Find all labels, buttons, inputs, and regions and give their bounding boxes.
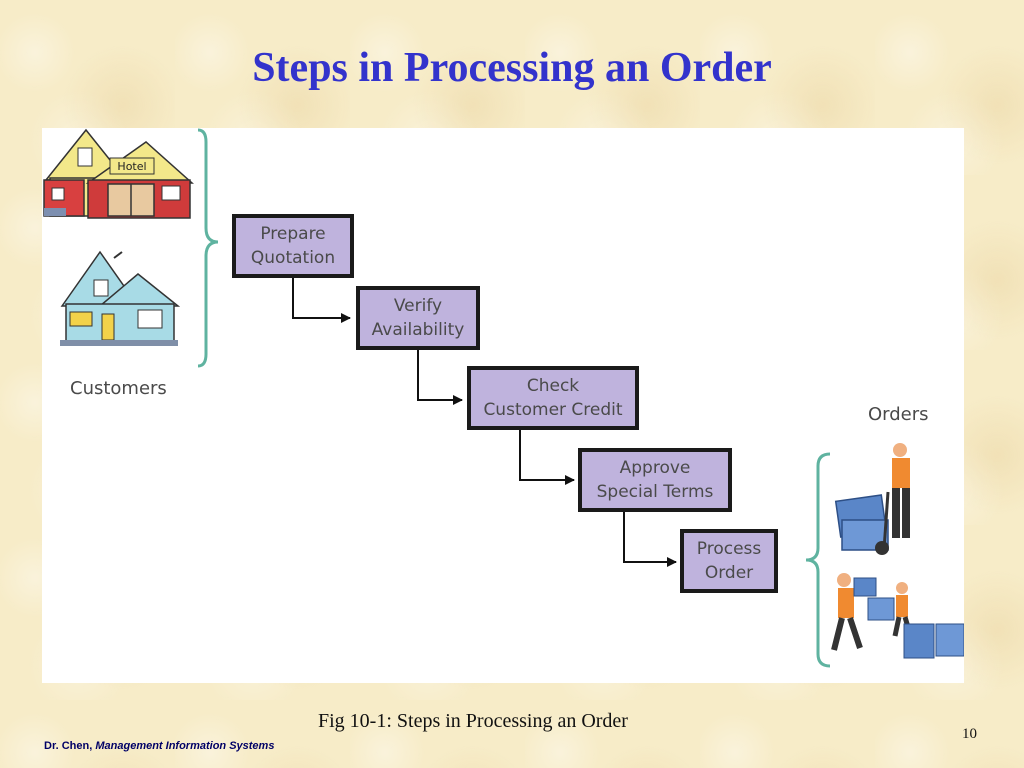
step-label-line2: Special Terms — [596, 482, 714, 502]
step-label-line1: Verify — [393, 296, 443, 316]
figure-caption: Fig 10-1: Steps in Processing an Order — [318, 710, 628, 732]
slide-title: Steps in Processing an Order — [252, 45, 772, 91]
step-label-line1: Check — [526, 376, 580, 396]
step-label-line2: Customer Credit — [483, 400, 623, 420]
connector-1 — [292, 278, 351, 323]
orders-label: Orders — [868, 404, 929, 425]
customers-label: Customers — [70, 378, 167, 399]
worker-hand-truck-illustration — [834, 443, 910, 555]
footer-author: Dr. Chen, — [44, 740, 93, 752]
footer-course: Management Information Systems — [95, 740, 275, 752]
step-label-line2: Order — [704, 563, 754, 583]
connector-3 — [519, 430, 575, 485]
footer: Dr. Chen, Management Information Systems — [44, 740, 274, 752]
figure-panel: Hotel — [42, 128, 964, 683]
step-label-line2: Availability — [371, 320, 465, 340]
house-illustration — [60, 250, 181, 346]
step-label-line1: Prepare — [260, 224, 326, 244]
page-number: 10 — [962, 726, 977, 742]
connector-4 — [623, 512, 677, 567]
step-label-line1: Approve — [619, 458, 691, 478]
workers-carrying-boxes-illustration — [831, 573, 964, 659]
step-label-line1: Process — [696, 539, 762, 559]
step-label-line2: Quotation — [250, 248, 336, 268]
hotel-sign: Hotel — [117, 160, 146, 173]
hotel-illustration: Hotel — [43, 128, 194, 219]
customers-bracket — [197, 128, 219, 368]
orders-bracket — [805, 452, 831, 668]
diagram-graphics: Hotel — [43, 128, 964, 668]
connector-2 — [417, 350, 463, 405]
